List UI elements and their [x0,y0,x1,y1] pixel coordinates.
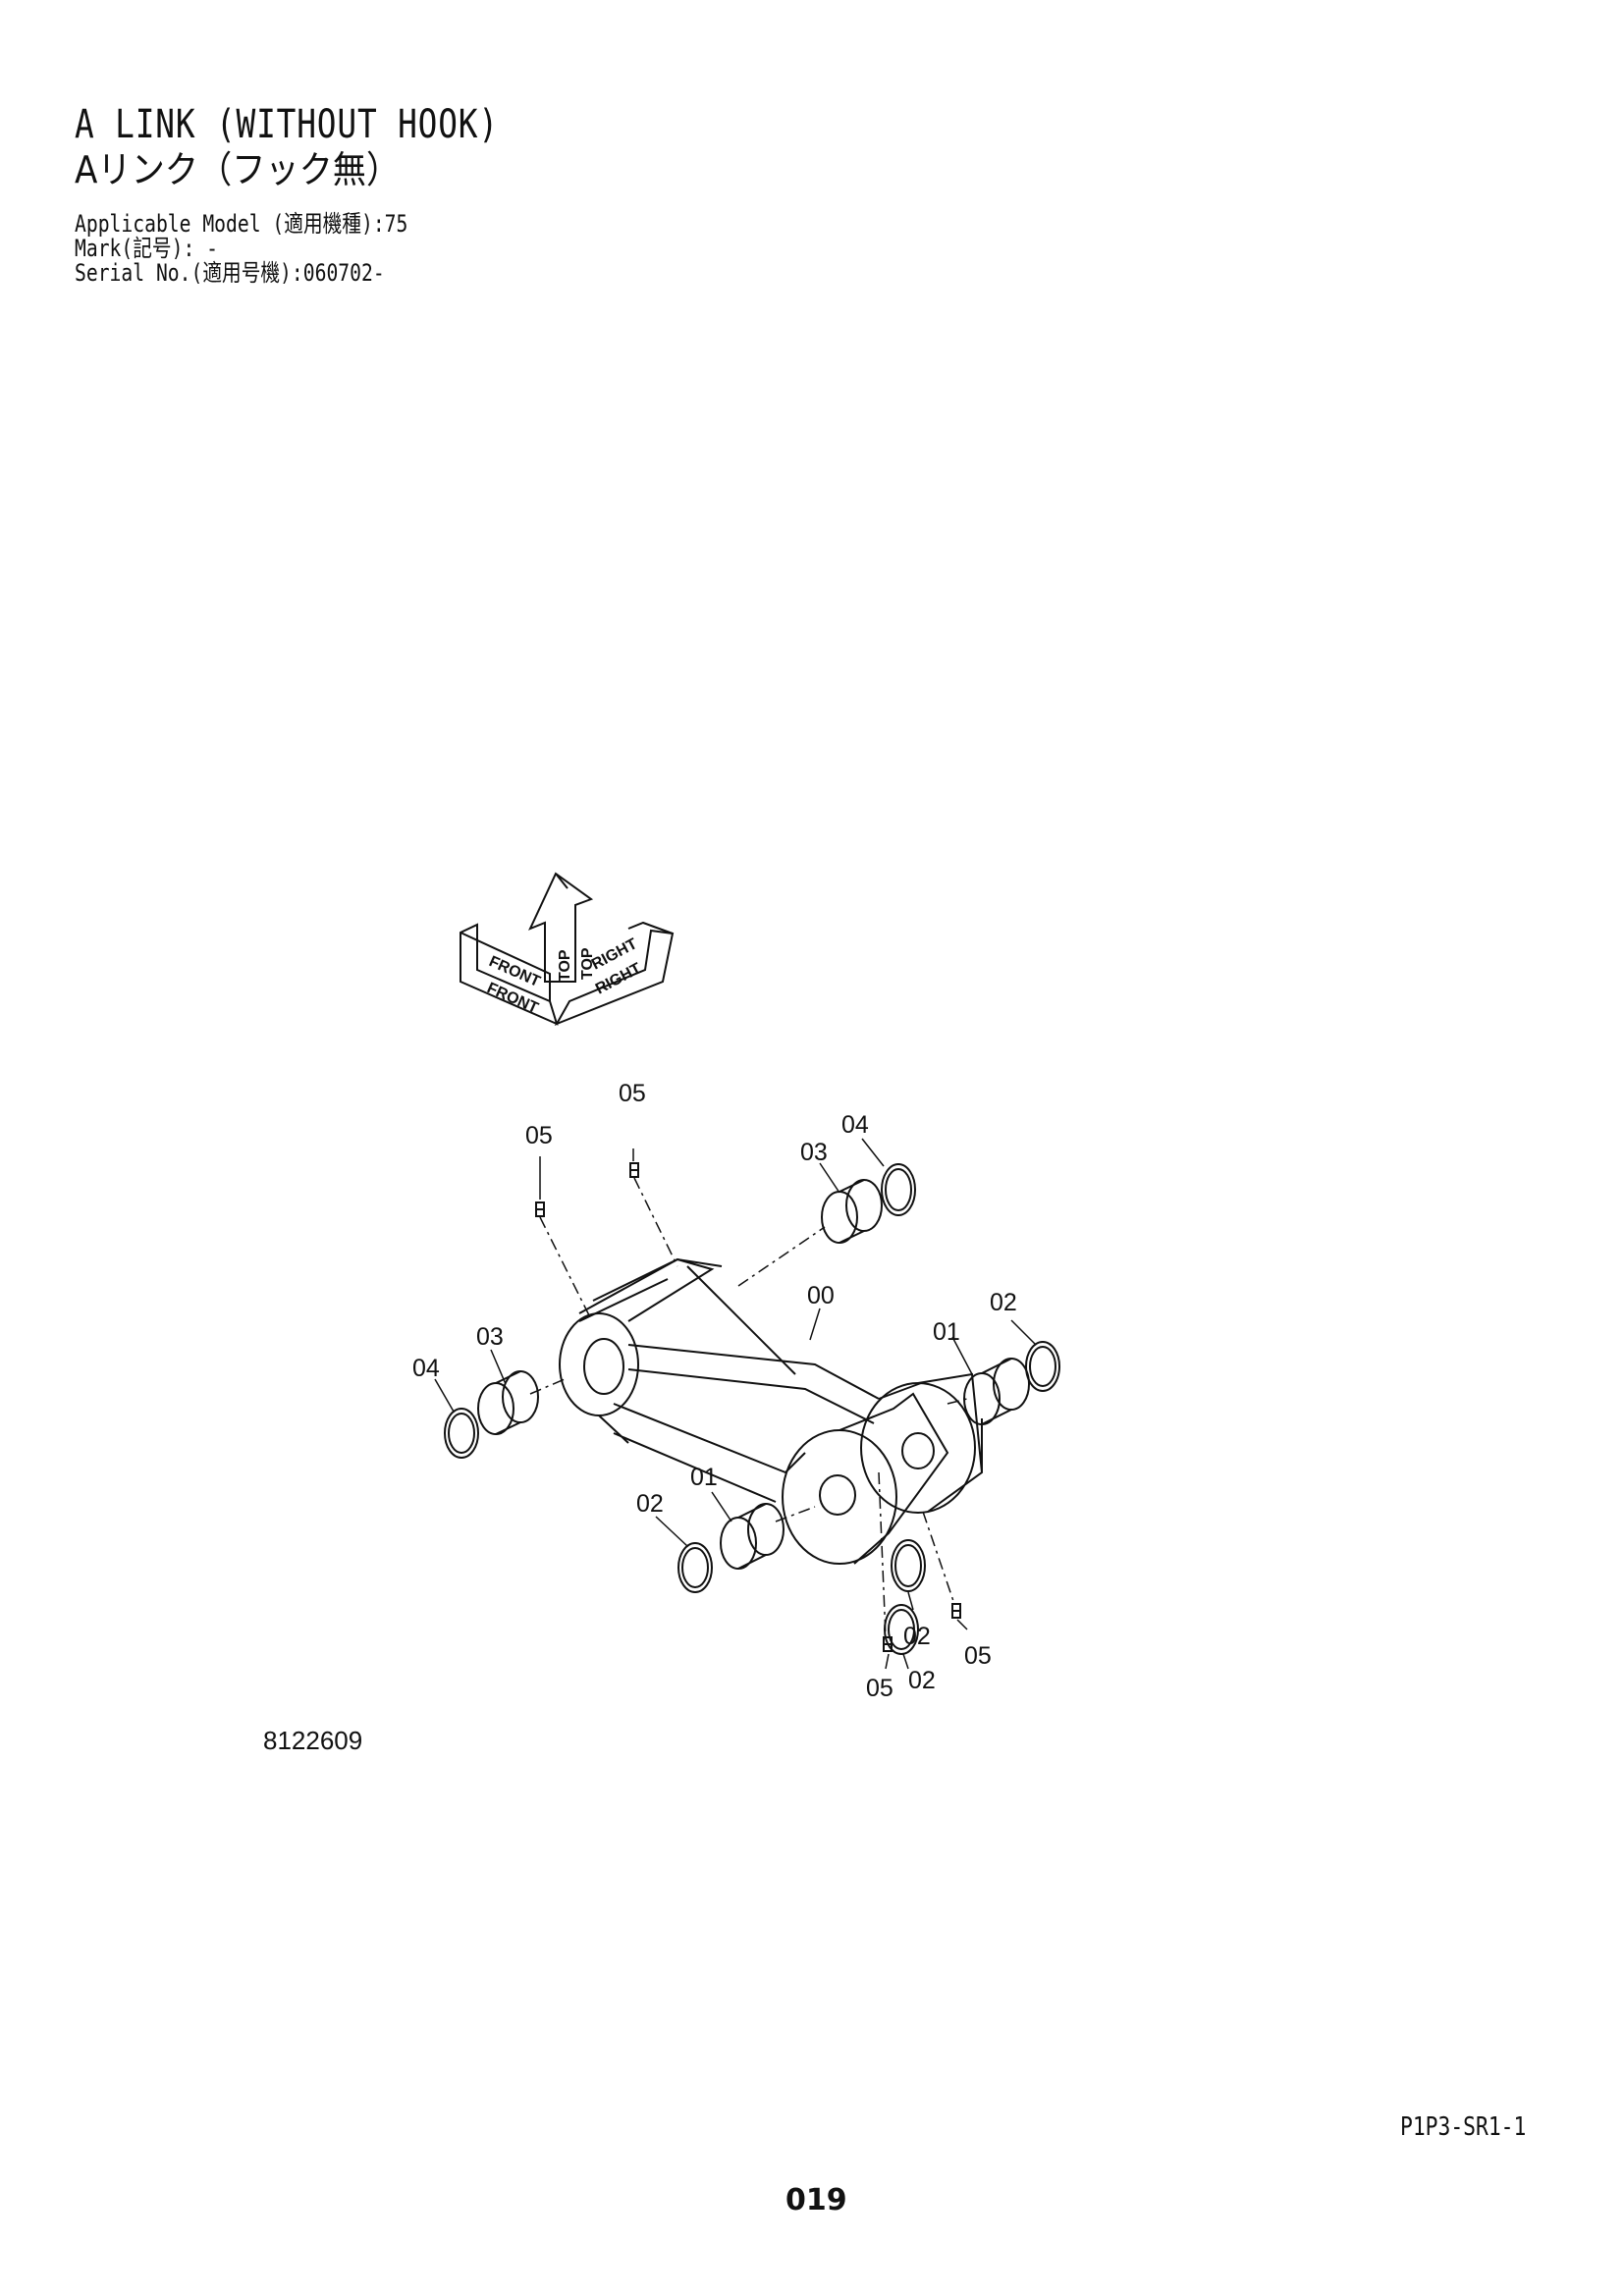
orientation-top-right: TOP [579,947,596,980]
title-block: A LINK (WITHOUT HOOK) Aリンク（フック無） [75,102,592,192]
mark: Mark(記号): - [75,235,218,262]
callout-03-left: 03 [476,1323,504,1351]
page-code: P1P3-SR1-1 [1400,2112,1527,2142]
callout-04-left: 04 [412,1355,440,1382]
callout-04-top: 04 [841,1111,869,1139]
callout-02-lower-1: 02 [903,1623,931,1650]
applicable-model: Applicable Model (適用機種):75 [75,210,408,238]
callout-01-front: 01 [690,1464,718,1491]
callout-05-bottom-right: 05 [964,1642,992,1670]
callout-00: 00 [807,1282,835,1309]
serial-number: Serial No.(適用号機):060702- [75,259,385,287]
page-title-japanese: Aリンク（フック無） [75,148,401,191]
page-number: 019 [785,2183,847,2217]
figure-number: 8122609 [263,1726,363,1755]
bushing-01-front [720,1503,785,1570]
a-link-body [559,1257,984,1565]
grease-fitting-05-top-right [629,1162,639,1178]
callout-02-lower-2: 02 [908,1667,936,1694]
bushing-03-top [821,1179,883,1244]
model-info: Applicable Model (適用機種):75 Mark(記号): - S… [75,212,407,286]
callout-05-top-right: 05 [619,1080,646,1107]
grease-fitting-05-top-left [535,1201,545,1217]
callout-02-right: 02 [990,1289,1017,1316]
seal-04-left [444,1408,479,1459]
callout-02-front: 02 [636,1490,664,1518]
grease-fitting-05-bottom-left [883,1636,893,1652]
seal-02-lower-1 [891,1539,926,1592]
callout-05-bottom-left: 05 [866,1675,893,1702]
bushing-03-left [477,1370,539,1435]
orientation-indicator [460,872,675,1026]
grease-fitting-05-bottom-right [951,1603,961,1619]
page-title: A LINK (WITHOUT HOOK) [75,102,499,147]
orientation-top-label: TOP [557,949,573,982]
seal-04-top [881,1163,916,1216]
seal-02-front [677,1542,713,1593]
leader-lines [434,1138,1037,1670]
callout-05-top-left: 05 [525,1122,553,1149]
callout-01-right: 01 [933,1318,960,1346]
callout-03-top: 03 [800,1139,828,1166]
assembly-lines [529,1177,968,1638]
seal-02-right [1025,1341,1060,1392]
